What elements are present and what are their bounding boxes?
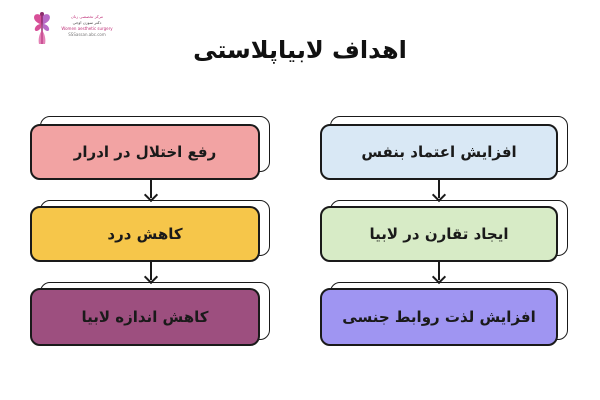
- left-connector-2: [150, 262, 152, 280]
- left-box-2-label: کاهش درد: [107, 225, 183, 243]
- clinic-logo: مرکز تخصصی زنان دکتر سوزن اوجی Women aes…: [30, 10, 113, 46]
- right-connector-1: [438, 180, 440, 198]
- left-box-3-label: کاهش اندازه لابیا: [81, 308, 209, 326]
- logo-line-2: دکتر سوزن اوجی: [72, 20, 102, 25]
- left-box-1: رفع اختلال در ادرار: [30, 124, 260, 180]
- page-title: اهداف لابیاپلاستی: [193, 36, 407, 64]
- logo-line-3: Women aesthetic surgery: [61, 26, 113, 31]
- right-box-1: افزایش اعتماد بنفس: [320, 124, 558, 180]
- left-box-2: کاهش درد: [30, 206, 260, 262]
- logo-line-4: SSSassan.abc.com: [68, 32, 106, 37]
- butterfly-woman-logo-icon: [34, 12, 50, 44]
- right-box-3: افزایش لذت روابط جنسی: [320, 288, 558, 346]
- right-connector-2: [438, 262, 440, 280]
- logo-text: مرکز تخصصی زنان دکتر سوزن اوجی Women aes…: [52, 14, 122, 38]
- left-box-1-label: رفع اختلال در ادرار: [73, 143, 217, 161]
- right-box-2: ایجاد تقارن در لابیا: [320, 206, 558, 262]
- left-connector-1: [150, 180, 152, 198]
- logo-line-1: مرکز تخصصی زنان: [70, 14, 104, 19]
- right-box-3-label: افزایش لذت روابط جنسی: [342, 308, 536, 326]
- right-box-2-label: ایجاد تقارن در لابیا: [369, 225, 509, 243]
- left-box-3: کاهش اندازه لابیا: [30, 288, 260, 346]
- right-box-1-label: افزایش اعتماد بنفس: [361, 143, 517, 161]
